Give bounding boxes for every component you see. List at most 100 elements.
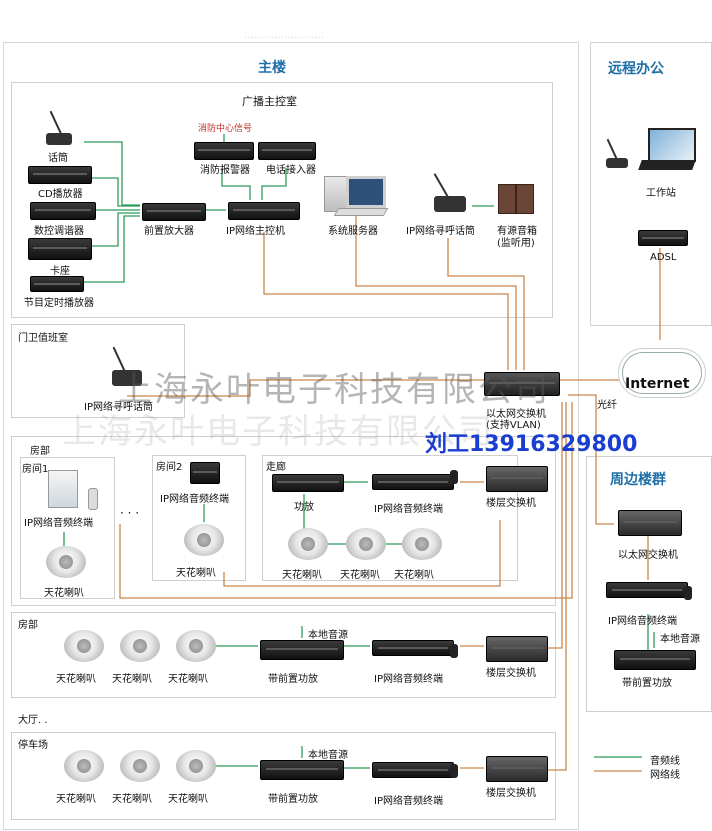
phone-interface-label: 电话接入器: [266, 165, 316, 176]
room1-terminal-label: IP网络音频终端: [24, 518, 93, 529]
nearby-terminal-icon: [606, 582, 688, 598]
preamp-label: 前置放大器: [144, 226, 194, 237]
parking-ceiling-speaker-icon: [120, 750, 160, 782]
network-line: [223, 520, 501, 587]
network-line: [447, 238, 525, 370]
ip-host-icon: [228, 202, 300, 220]
parking-local-source-label: 本地音源: [308, 750, 348, 761]
corridor-amp-label: 功放: [294, 502, 314, 513]
adsl-label: ADSL: [650, 252, 677, 263]
parking-terminal-label: IP网络音频终端: [374, 796, 443, 807]
active-speaker-sub-label: (监听用): [497, 238, 535, 249]
parking-floor-switch-label: 楼层交换机: [486, 788, 536, 799]
audio-line: [82, 215, 140, 283]
section2-ceiling-label: 天花喇叭: [112, 674, 152, 685]
cd-player-icon: [28, 166, 92, 184]
main-switch-label: 以太网交换机: [486, 409, 546, 420]
room1-ceiling-speaker-icon: [46, 546, 86, 578]
parking-preamp-icon: [260, 760, 344, 780]
section2-terminal-icon: [372, 640, 454, 656]
corridor-terminal-label: IP网络音频终端: [374, 504, 443, 515]
parking-terminal-icon: [372, 762, 454, 778]
network-line: [127, 379, 484, 397]
network-line: [548, 402, 563, 649]
corridor-ceiling-speaker-icon: [402, 528, 442, 560]
corridor-ceiling-label: 天花喇叭: [394, 570, 434, 581]
ip-paging-label: IP网络寻呼话筒: [406, 226, 475, 237]
parking-floor-switch-icon: [486, 756, 548, 782]
parking-preamp-label: 带前置功放: [268, 794, 318, 805]
paging-mic-base-icon: [434, 196, 466, 212]
guard-paging-label: IP网络寻呼话筒: [84, 402, 153, 413]
section2-ceiling-speaker-icon: [176, 630, 216, 662]
main-switch-icon: [484, 372, 560, 396]
room-section-2-title: 房部: [18, 620, 38, 631]
monitor-icon: [346, 176, 386, 208]
corridor-ceiling-speaker-icon: [288, 528, 328, 560]
parking-ceiling-label: 天花喇叭: [56, 794, 96, 805]
floor-switch-icon: [486, 466, 548, 492]
mic-base-icon: [46, 133, 72, 145]
audio-line: [84, 177, 140, 207]
room1-terminal-icon: [48, 470, 78, 508]
corridor-title: 走廊: [266, 462, 286, 473]
active-speaker-icon: [516, 184, 534, 214]
corridor-ceiling-speaker-icon: [346, 528, 386, 560]
fiber-label: 光纤: [597, 400, 617, 411]
ip-host-label: IP网络主控机: [226, 226, 285, 237]
legend-audio-label: 音频线: [650, 756, 680, 767]
network-line: [355, 216, 517, 370]
deck-icon: [28, 238, 92, 260]
room2-terminal-icon: [190, 462, 220, 484]
section2-ceiling-speaker-icon: [64, 630, 104, 662]
nearby-terminal-label: IP网络音频终端: [608, 616, 677, 627]
laptop-base-icon: [638, 160, 696, 170]
remote-mic-base-icon: [606, 158, 628, 168]
hall-title: 大厅. .: [18, 715, 48, 726]
audio-line: [92, 212, 140, 247]
main-switch-sub-label: (支持VLAN): [486, 420, 541, 431]
main-building-title: 主楼: [258, 60, 286, 76]
timer-player-label: 节目定时播放器: [24, 298, 94, 309]
section2-ceiling-label: 天花喇叭: [56, 674, 96, 685]
section2-floor-switch-label: 楼层交换机: [486, 668, 536, 679]
section2-preamp-label: 带前置功放: [268, 674, 318, 685]
nearby-preamp-icon: [614, 650, 696, 670]
section2-handset-icon: [450, 644, 458, 658]
section2-ceiling-speaker-icon: [120, 630, 160, 662]
audio-line: [261, 168, 287, 200]
corridor-terminal-icon: [372, 474, 454, 490]
room1-title: 房间1: [22, 464, 49, 475]
parking-title: 停车场: [18, 740, 48, 751]
audio-line: [84, 141, 140, 206]
network-line: [263, 232, 509, 370]
room2-ceiling-speaker-icon: [184, 524, 224, 556]
remote-office-title: 远程办公: [608, 61, 664, 77]
section2-terminal-label: IP网络音频终端: [374, 674, 443, 685]
room2-ceiling-label: 天花喇叭: [176, 568, 216, 579]
room2-terminal-label: IP网络音频终端: [160, 494, 229, 505]
audio-line: [221, 168, 251, 200]
corridor-ceiling-label: 天花喇叭: [282, 570, 322, 581]
nearby-local-source-label: 本地音源: [660, 634, 700, 645]
room2-title: 房间2: [156, 462, 183, 473]
timer-player-icon: [30, 276, 84, 292]
parking-ceiling-label: 天花喇叭: [168, 794, 208, 805]
nearby-title: 周边楼群: [610, 472, 666, 488]
corridor-handset-icon: [450, 470, 458, 484]
fire-alarm-icon: [194, 142, 254, 160]
active-speaker-label: 有源音箱: [497, 226, 537, 237]
phone-interface-icon: [258, 142, 316, 160]
section2-ceiling-label: 天花喇叭: [168, 674, 208, 685]
network-line: [119, 402, 573, 599]
deck-label: 卡座: [50, 266, 70, 277]
nearby-preamp-label: 带前置功放: [622, 678, 672, 689]
fire-alarm-text: 消防报警器: [200, 165, 250, 176]
nearby-handset-icon: [684, 586, 692, 600]
nearby-switch-label: 以太网交换机: [618, 550, 678, 561]
guard-room-title: 门卫值班室: [18, 333, 68, 344]
control-room-title: 广播主控室: [242, 95, 297, 108]
section2-preamp-icon: [260, 640, 344, 660]
server-label: 系统服务器: [328, 226, 378, 237]
network-lines: [119, 216, 661, 772]
